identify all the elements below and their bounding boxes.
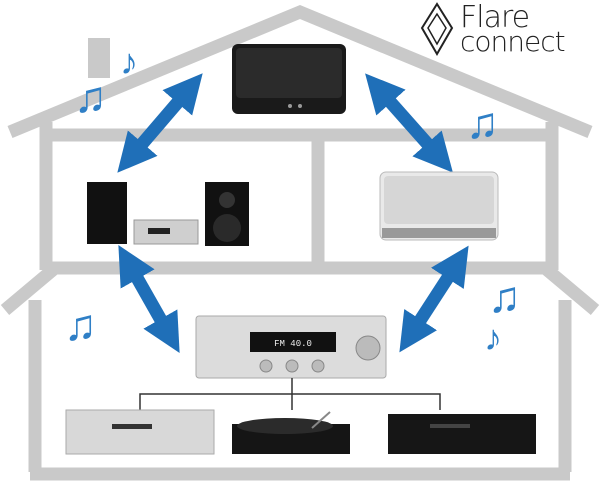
music-note-icon: ♫ <box>74 73 107 122</box>
turntable <box>232 411 350 454</box>
av-receiver: FM 40.0 <box>195 315 387 379</box>
music-note-icon: ♫ <box>488 273 521 322</box>
logo-line2: connect <box>460 25 566 58</box>
arrow-mid-right <box>399 245 469 353</box>
music-note-icon: ♫ <box>466 99 499 148</box>
flareconnect-logo: Flare connect <box>460 0 566 58</box>
blu-ray-player <box>388 414 536 454</box>
arrow-mid-left <box>118 245 180 353</box>
diamond-logo-icon <box>420 2 454 57</box>
house-outline <box>0 4 600 481</box>
speaker-white <box>379 171 499 241</box>
cd-player <box>65 409 215 455</box>
receiver-display-text: FM 40.0 <box>274 339 312 349</box>
logo-line1: Flare <box>460 0 530 35</box>
wireless-arrows <box>117 73 469 353</box>
connection-lines <box>139 378 441 410</box>
music-note-icon: ♪ <box>484 317 502 358</box>
chimney <box>88 38 110 78</box>
arrow-top-left <box>117 73 203 173</box>
arrow-top-right <box>365 73 453 173</box>
music-note-icon: ♫ <box>64 301 97 350</box>
mini-system <box>87 182 249 246</box>
speaker-black <box>232 44 346 114</box>
music-note-icon: ♪ <box>120 41 138 82</box>
